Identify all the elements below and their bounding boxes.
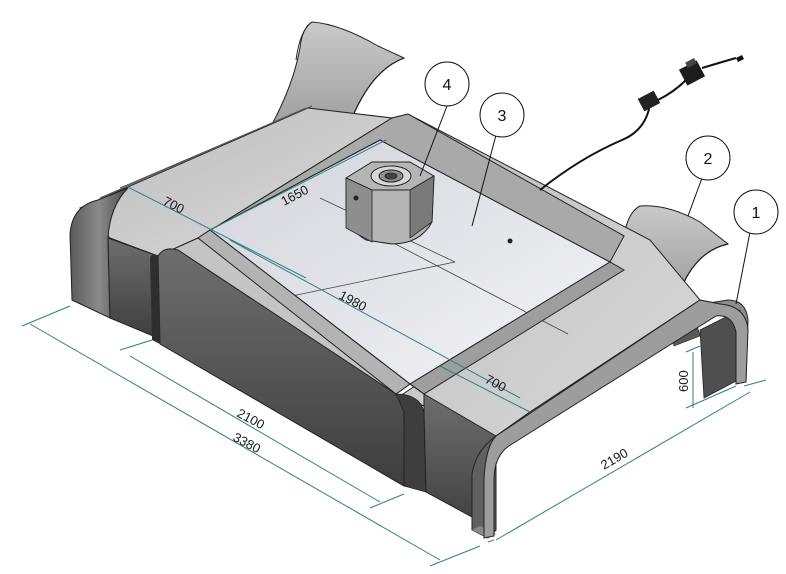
right-end-leg bbox=[483, 299, 749, 539]
segment-seams bbox=[99, 105, 425, 395]
callout-1-label: 1 bbox=[752, 205, 761, 222]
callout-3-label: 3 bbox=[498, 108, 507, 125]
dimension-lines bbox=[21, 139, 767, 567]
callout-2-label: 2 bbox=[704, 151, 713, 168]
wall-port bbox=[507, 238, 513, 244]
callout-3: 3 bbox=[471, 92, 525, 227]
callout-4-label: 4 bbox=[443, 77, 452, 94]
filter-housing bbox=[345, 161, 435, 245]
callout-4: 4 bbox=[419, 61, 470, 177]
dim-overall-width: 2190 bbox=[598, 445, 631, 472]
dim-inner-length: 2100 bbox=[235, 405, 268, 432]
power-cable bbox=[539, 55, 744, 191]
callout-2: 2 bbox=[685, 135, 731, 217]
dim-height: 600 bbox=[676, 370, 691, 392]
dim-overall-length: 3380 bbox=[231, 429, 264, 456]
callout-1: 1 bbox=[733, 189, 779, 305]
